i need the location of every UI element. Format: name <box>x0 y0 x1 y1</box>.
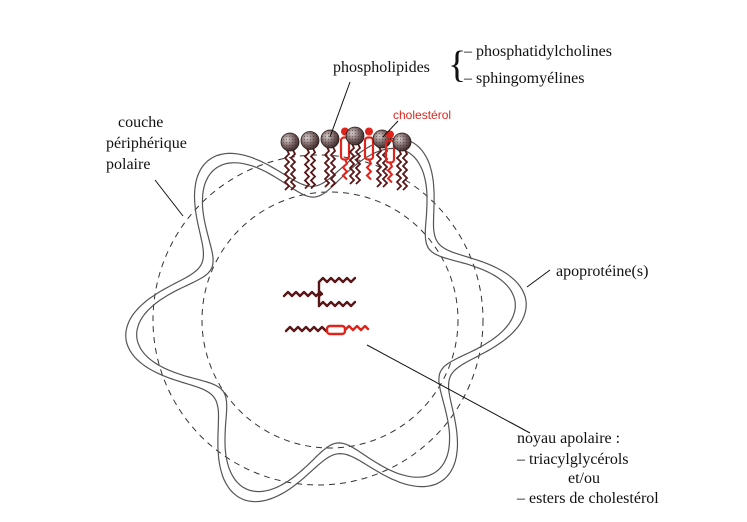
cholesterol-molecule <box>384 130 396 184</box>
inner-dashed-circle <box>201 191 459 449</box>
leader-lines <box>154 81 551 434</box>
cholesterol-molecule <box>363 127 375 181</box>
noyau-esters-label: – esters de cholestérol <box>517 490 659 507</box>
phospholipid-molecule <box>300 131 320 190</box>
phospholipid-molecule <box>392 132 412 191</box>
ribbon-edge <box>125 137 527 503</box>
cholesterol-ester-molecule <box>284 324 370 336</box>
phospholipid-molecule <box>280 132 300 191</box>
brace: { <box>448 44 467 86</box>
couche-label-line2: périphérique <box>106 135 187 152</box>
phospholipid-layer <box>280 126 412 191</box>
cholesterol-molecule <box>339 127 351 181</box>
apoprotein-ribbon <box>125 137 527 503</box>
sphingomyelines-label: – sphingomyélines <box>464 70 585 87</box>
couche-label-line1: couche <box>118 114 164 131</box>
triacylglycerol-molecule <box>282 276 357 308</box>
apoproteine-label: apoprotéine(s) <box>556 263 649 280</box>
ribbon-edge <box>136 147 516 493</box>
noyau-triacyl-label: – triacylglycérols <box>517 451 629 468</box>
outer-dashed-circle <box>152 154 484 486</box>
phosphatidylcholines-label: – phosphatidylcholines <box>464 43 612 60</box>
phospholipid-molecule <box>320 129 340 188</box>
cholesterol-label: cholestérol <box>393 108 452 122</box>
phospholipides-label: phospholipides <box>333 59 430 76</box>
phospholipid-molecule <box>345 126 365 185</box>
leader-noyau <box>366 344 531 434</box>
couche-label-line3: polaire <box>106 156 151 173</box>
noyau-etou-label: et/ou <box>568 470 600 487</box>
leader-cholesterol <box>382 120 399 138</box>
noyau-title-label: noyau apolaire : <box>517 430 621 447</box>
leader-phospholipides <box>329 81 351 138</box>
leader-couche <box>154 179 184 217</box>
leader-apoproteine <box>526 269 551 288</box>
